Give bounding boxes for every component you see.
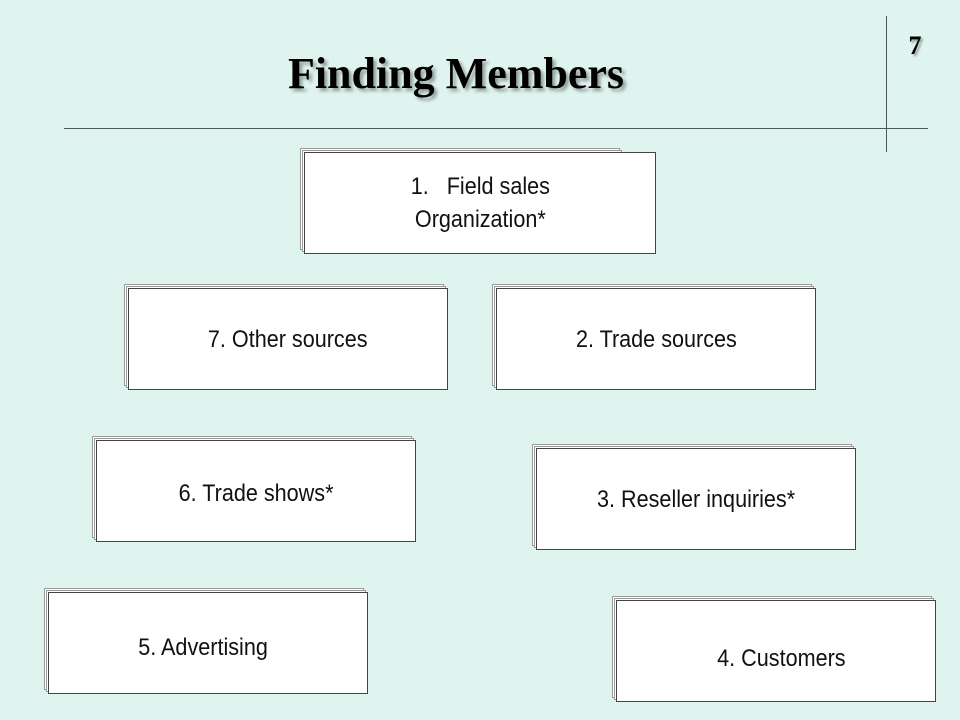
box-trade-shows-face: 6. Trade shows* <box>96 440 416 542</box>
box-field-sales-label: Field sales <box>446 173 550 200</box>
box-advertising: 5. Advertising <box>44 588 368 694</box>
box-reseller-inquiries-face: 3. Reseller inquiries* <box>536 448 856 550</box>
box-advertising-face: 5. Advertising <box>48 592 368 694</box>
box-reseller-inquiries: 3. Reseller inquiries* <box>532 444 856 550</box>
box-other-sources: 7. Other sources <box>124 284 448 390</box>
box-field-sales-line2: Organization* <box>414 206 546 233</box>
box-field-sales-line1: 1. Field sales <box>410 170 549 203</box>
box-trade-sources: 2. Trade sources <box>492 284 816 390</box>
box-other-sources-face: 7. Other sources <box>128 288 448 390</box>
box-trade-sources-label: 2. Trade sources <box>575 325 737 353</box>
box-trade-shows: 6. Trade shows* <box>92 436 416 542</box>
box-customers: 4. Customers <box>612 596 936 702</box>
box-other-sources-label: 7. Other sources <box>208 325 368 353</box>
box-advertising-label: 5. Advertising <box>138 634 268 661</box>
box-trade-sources-face: 2. Trade sources <box>496 288 816 390</box>
box-field-sales-face: 1. Field sales Organization* <box>304 152 656 254</box>
slide-number: 7 <box>908 31 922 60</box>
box-reseller-inquiries-label: 3. Reseller inquiries* <box>596 485 796 513</box>
horizontal-rule <box>64 128 928 129</box>
box-field-sales: 1. Field sales Organization* <box>300 148 656 254</box>
box-customers-label: 4. Customers <box>716 645 846 672</box>
box-field-sales-number: 1. <box>410 173 429 200</box>
box-trade-shows-label: 6. Trade shows* <box>178 480 334 507</box>
vertical-rule <box>886 16 887 152</box>
box-customers-face: 4. Customers <box>616 600 936 702</box>
slide-title: Finding Members <box>287 49 625 98</box>
